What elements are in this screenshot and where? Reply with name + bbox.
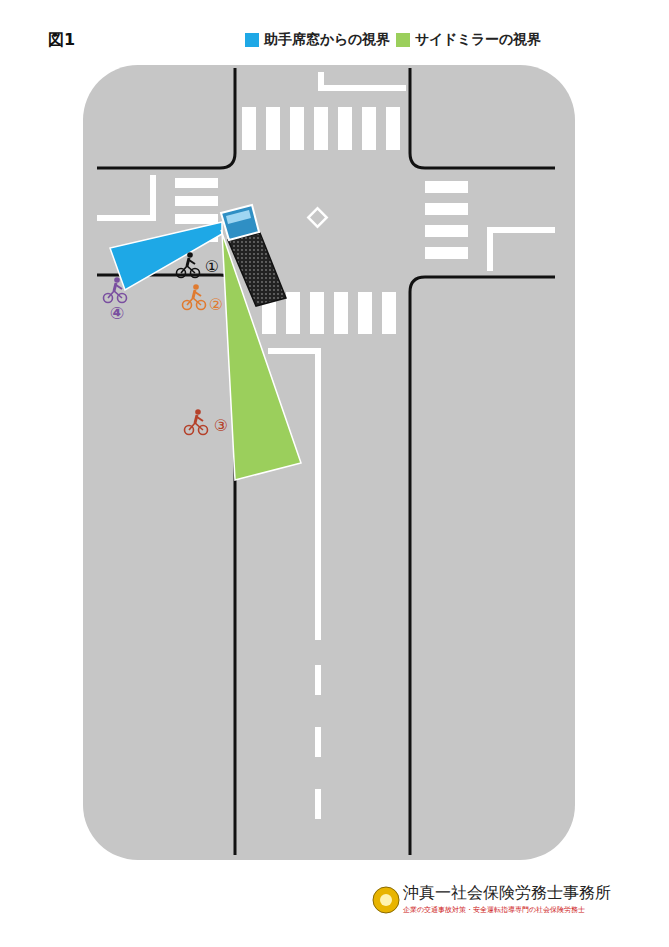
callout-number: ③ (214, 417, 228, 435)
crosswalk-bar (334, 292, 348, 334)
rider-body (114, 283, 116, 291)
rider-body (187, 258, 189, 266)
crosswalk-bar (425, 181, 468, 193)
crosswalk-bar (358, 292, 372, 334)
crosswalk-bar (175, 196, 218, 206)
curb-lines (97, 68, 555, 855)
rider-body (193, 290, 195, 298)
legend-swatch (245, 33, 259, 47)
office-name: 沖真一社会保険労務士事務所 (403, 884, 611, 902)
truck-body (228, 233, 286, 306)
frame (108, 291, 122, 298)
crosswalk-bar (266, 107, 280, 150)
callout-number: ④ (110, 304, 124, 324)
rider-head (193, 284, 199, 290)
road-markings (97, 72, 555, 845)
frame (189, 423, 203, 430)
callout-number: ② (209, 296, 223, 314)
crosswalk-bar (175, 178, 218, 188)
crosswalk-bar (290, 107, 304, 150)
legend-text: サイドミラーの視界 (415, 31, 541, 47)
cyclist-icon (183, 284, 206, 309)
window-view-zone (110, 222, 222, 290)
rider-head (195, 409, 201, 415)
rider-head (114, 277, 120, 283)
crosswalk-bar (382, 292, 396, 334)
crosswalk-bar (338, 107, 352, 150)
callout-number: ① (205, 258, 219, 276)
crosswalks (175, 107, 468, 334)
crosswalk-bar (425, 247, 468, 259)
crosswalk-bar (425, 203, 468, 215)
office-tagline: 企業の交通事故対策・安全運転指導専門の社会保険労務士 (403, 906, 585, 914)
rider-head (187, 252, 193, 258)
frame (187, 298, 201, 305)
crosswalk-bar (314, 107, 328, 150)
road-ground (83, 65, 575, 860)
crosswalk-bar (175, 214, 218, 224)
figure-title: 図1 (48, 31, 75, 49)
rider-arm (189, 260, 195, 264)
rider-arm (195, 292, 201, 296)
legend-swatch (396, 33, 410, 47)
mirror-view-zone (221, 230, 301, 480)
crosswalk-bar (286, 292, 300, 334)
rider-arm (197, 417, 203, 421)
cyclists (104, 252, 208, 434)
logo-emblem (373, 887, 399, 913)
crosswalk-bar (242, 107, 256, 150)
diamond-mark (308, 208, 326, 226)
truck-windshield (226, 210, 251, 224)
legend-text: 助手席窓からの視界 (264, 31, 390, 47)
crosswalk-bar (425, 225, 468, 237)
cyclist-icon (104, 277, 127, 302)
crosswalk-bar (310, 292, 324, 334)
truck-cab (221, 205, 259, 240)
crosswalk-bar (362, 107, 376, 150)
cyclist-icon (185, 409, 208, 434)
crosswalk-bar (386, 107, 400, 150)
rider-arm (116, 285, 122, 289)
cyclist-icon (177, 252, 200, 277)
rider-body (195, 415, 197, 423)
logo-emblem-center (380, 894, 392, 906)
frame (181, 266, 195, 273)
